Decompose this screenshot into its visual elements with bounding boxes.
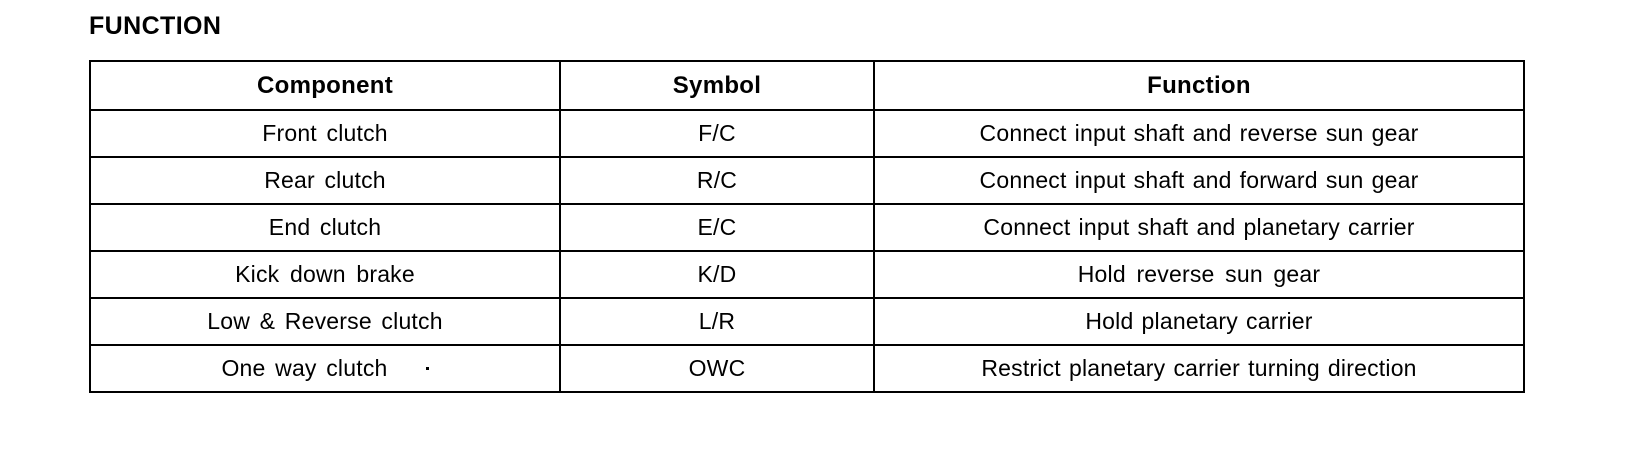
cell-function: Hold planetary carrier (873, 297, 1525, 346)
cell-symbol: F/C (559, 109, 875, 158)
table-row: One way clutch OWC Restrict planetary ca… (89, 344, 1525, 393)
cell-component: One way clutch (89, 344, 561, 393)
table-row: End clutch E/C Connect input shaft and p… (89, 203, 1525, 252)
cell-component: End clutch (89, 203, 561, 252)
table-header-row: Component Symbol Function (89, 60, 1525, 111)
function-table-container: Component Symbol Function Front clutch F… (89, 60, 1525, 393)
function-table: Component Symbol Function Front clutch F… (89, 60, 1525, 393)
cell-function: Connect input shaft and forward sun gear (873, 156, 1525, 205)
table-row: Front clutch F/C Connect input shaft and… (89, 109, 1525, 158)
table-row: Kick down brake K/D Hold reverse sun gea… (89, 250, 1525, 299)
scan-speck-artifact (425, 367, 429, 371)
cell-function: Connect input shaft and reverse sun gear (873, 109, 1525, 158)
cell-symbol: L/R (559, 297, 875, 346)
column-header-symbol: Symbol (559, 60, 875, 111)
cell-symbol: R/C (559, 156, 875, 205)
table-row: Rear clutch R/C Connect input shaft and … (89, 156, 1525, 205)
cell-symbol: E/C (559, 203, 875, 252)
table-row: Low & Reverse clutch L/R Hold planetary … (89, 297, 1525, 346)
cell-component: Low & Reverse clutch (89, 297, 561, 346)
cell-function: Connect input shaft and planetary carrie… (873, 203, 1525, 252)
cell-symbol: K/D (559, 250, 875, 299)
column-header-function: Function (873, 60, 1525, 111)
table-header: Component Symbol Function (89, 60, 1525, 111)
cell-symbol: OWC (559, 344, 875, 393)
cell-component: Rear clutch (89, 156, 561, 205)
cell-component: Kick down brake (89, 250, 561, 299)
cell-component-text: One way clutch (221, 355, 388, 381)
cell-function: Hold reverse sun gear (873, 250, 1525, 299)
cell-function: Restrict planetary carrier turning direc… (873, 344, 1525, 393)
table-body: Front clutch F/C Connect input shaft and… (89, 109, 1525, 393)
column-header-component: Component (89, 60, 561, 111)
page-title: FUNCTION (89, 12, 222, 40)
cell-component: Front clutch (89, 109, 561, 158)
